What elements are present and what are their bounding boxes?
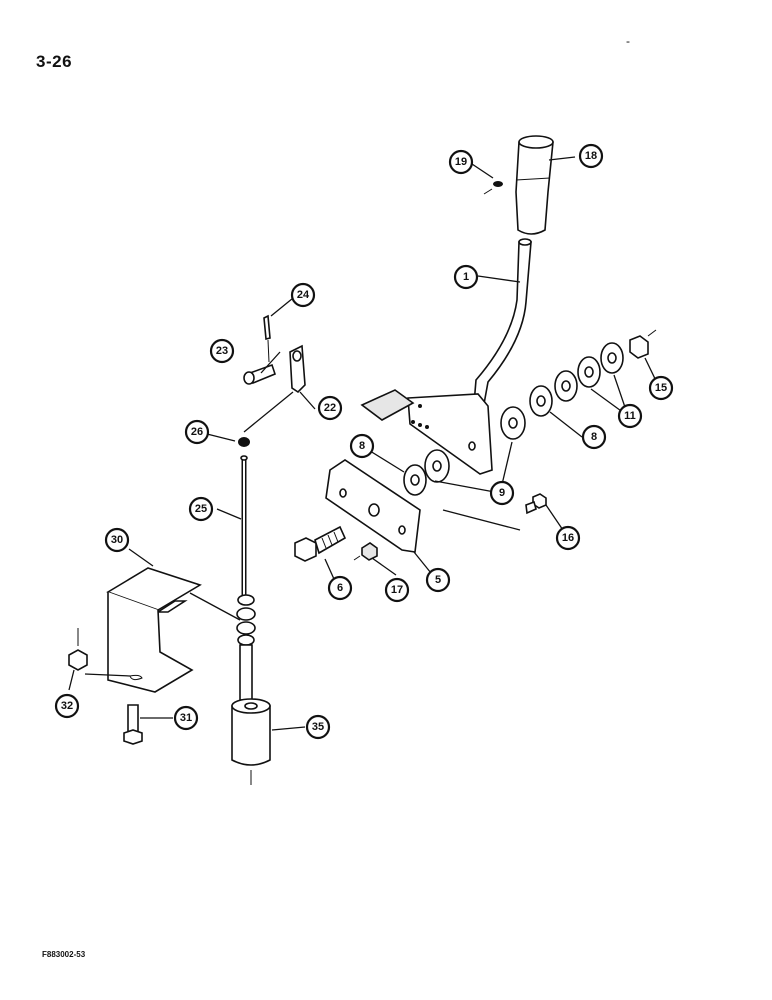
callout-16: 16: [555, 525, 581, 551]
knob-pin: [483, 181, 503, 195]
washers-left: [403, 449, 450, 496]
callout-label: 15: [655, 382, 667, 394]
callout-label: 11: [624, 410, 636, 422]
callout-22: 22: [317, 395, 343, 421]
callout-label: 30: [111, 534, 123, 546]
callout-24: 24: [290, 282, 316, 308]
nut-17: [353, 542, 378, 561]
cotter-pin: [263, 314, 271, 363]
clevis-pin: [243, 363, 276, 385]
callout-11: 11: [617, 403, 643, 429]
callout-label: 5: [435, 574, 441, 586]
callout-30: 30: [104, 527, 130, 553]
callout-19: 19: [448, 149, 474, 175]
callout-label: 1: [463, 271, 469, 283]
callout-label: 26: [191, 426, 203, 438]
callout-31: 31: [173, 705, 199, 731]
callout-label: 17: [391, 584, 403, 596]
mounting-bracket: [106, 567, 202, 693]
jam-nut-26: [238, 437, 250, 447]
lever-mount-plate: [360, 389, 493, 475]
shift-knob: [515, 135, 554, 235]
corner-mark: -: [626, 34, 630, 48]
callout-8-right: 8: [581, 424, 607, 450]
callout-label: 22: [324, 402, 336, 414]
callout-label: 16: [562, 532, 574, 544]
callout-label: 6: [337, 582, 343, 594]
callout-label: 32: [61, 700, 73, 712]
shift-rod: [236, 455, 256, 701]
screw-16: [525, 493, 547, 515]
callout-label: 9: [499, 487, 505, 499]
callout-label: 23: [216, 345, 228, 357]
backing-plate: [325, 459, 421, 553]
callout-8-left: 8: [349, 433, 375, 459]
callout-label: 31: [180, 712, 192, 724]
bracket-bolt: [123, 704, 143, 745]
leader-lines: [68, 156, 660, 731]
callout-label: 8: [591, 431, 597, 443]
clevis: [289, 344, 306, 394]
callout-label: 19: [455, 156, 467, 168]
washer-stack-right: [500, 329, 657, 440]
callout-35: 35: [305, 714, 331, 740]
callout-25: 25: [188, 496, 214, 522]
callout-17: 17: [384, 577, 410, 603]
callout-9: 9: [489, 480, 515, 506]
shift-lever: [473, 238, 532, 405]
bolt-6: [294, 525, 347, 562]
callout-18: 18: [578, 143, 604, 169]
callout-15: 15: [648, 375, 674, 401]
callout-label: 8: [359, 440, 365, 452]
callout-label: 24: [297, 289, 310, 301]
spacer-cylinder: [231, 698, 271, 785]
figure-code: F883002-53: [42, 950, 86, 959]
callout-6: 6: [327, 575, 353, 601]
callout-32: 32: [54, 693, 80, 719]
page-number: 3-26: [36, 52, 73, 71]
callout-26: 26: [184, 419, 210, 445]
callout-label: 35: [312, 721, 324, 733]
callout-23: 23: [209, 338, 235, 364]
callout-1: 1: [453, 264, 479, 290]
callout-label: 18: [585, 150, 597, 162]
callout-label: 25: [195, 503, 207, 515]
bracket-nut: [68, 628, 88, 671]
callout-5: 5: [425, 567, 451, 593]
